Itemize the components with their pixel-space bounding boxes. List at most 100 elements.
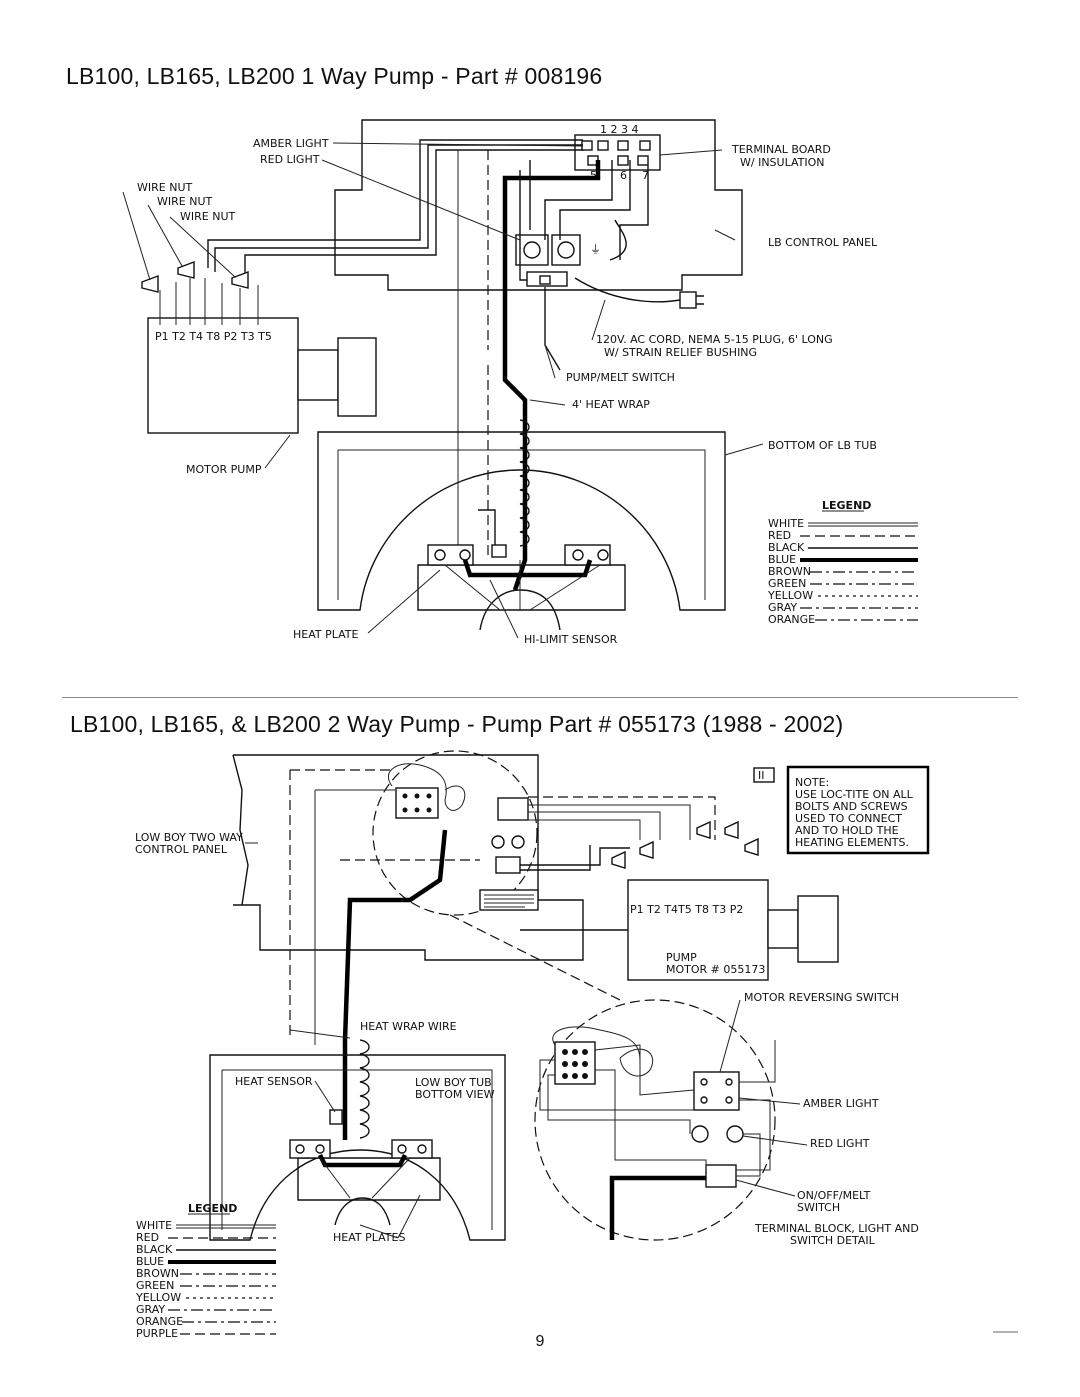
detail-connector <box>449 914 621 1001</box>
wire-nut-3 <box>231 270 249 289</box>
lb-tub-inner <box>337 449 706 600</box>
low-boy-tub-inner <box>221 1069 493 1230</box>
wires-to-plate-2 <box>319 1157 411 1199</box>
label-pump-melt-switch: PUMP/MELT SWITCH <box>566 371 675 384</box>
pump-motor-body <box>627 879 769 981</box>
wire-nut-a <box>696 820 711 839</box>
label-wire-nut-1: WIRE NUT <box>137 181 192 194</box>
diagram-1: 1 2 3 4 5 6 7 ⏚ P1 T2 T4 T8 P2 T3 T5 <box>122 119 918 646</box>
terminal-6 <box>617 155 629 166</box>
legend-2-title: LEGEND <box>188 1202 237 1215</box>
label-terminal-board: TERMINAL BOARD <box>731 143 831 156</box>
terminal-top-numbers: 1 2 3 4 <box>600 123 638 136</box>
leader-lines <box>122 142 764 639</box>
legend-2-gray: GRAY <box>136 1303 165 1316</box>
label-amber-light-2: AMBER LIGHT <box>803 1097 879 1110</box>
terminal-screw-2 <box>295 1144 305 1154</box>
note-line-5: AND TO HOLD THE <box>795 824 899 837</box>
legend-1-black: BLACK <box>768 541 805 554</box>
red-light-detail <box>726 1125 744 1143</box>
note-line-2: USE LOC-TITE ON ALL <box>795 788 914 801</box>
ac-cord <box>574 277 681 303</box>
roman-ii-box <box>753 767 775 783</box>
legend-1-orange: ORANGE <box>768 613 815 626</box>
heat-plate-black-2 <box>317 1153 408 1168</box>
low-boy-tub-outline <box>209 1054 506 1241</box>
wires-to-plate <box>444 560 601 611</box>
on-off-switch-detail <box>705 1164 737 1188</box>
warning-sticker-text <box>484 894 534 908</box>
terminal-screw <box>434 549 446 561</box>
detail-circle-top <box>372 750 538 916</box>
label-bottom-of-tub: BOTTOM OF LB TUB <box>768 439 877 452</box>
red-light-1 <box>551 234 581 266</box>
amber-light-1 <box>515 234 549 266</box>
label-wire-nut-2: WIRE NUT <box>157 195 212 208</box>
black-wire <box>502 160 601 591</box>
terminal-block-detail-screws <box>562 1049 588 1079</box>
lb-control-panel-outline <box>334 119 743 291</box>
motor-reversing-switch-2 <box>497 797 529 821</box>
label-heat-sensor: HEAT SENSOR <box>235 1075 313 1088</box>
legend-1-red: RED <box>768 529 791 542</box>
ac-plug-prongs <box>696 295 704 305</box>
legend-2-orange: ORANGE <box>136 1315 183 1328</box>
label-heat-plate: HEAT PLATE <box>293 628 359 641</box>
motor-terminal-labels-2: P1 T2 T4T5 T8 T3 P2 <box>630 903 743 916</box>
wire-nut-b <box>724 820 739 839</box>
diagram-2-title: LB100, LB165, & LB200 2 Way Pump - Pump … <box>70 711 844 737</box>
ac-plug <box>679 291 697 309</box>
heat-plate-black <box>462 559 593 578</box>
panel-left-edge <box>232 754 249 906</box>
wire-nut-2 <box>177 260 195 279</box>
heat-plate-area <box>417 564 626 611</box>
label-pump-motor-number: MOTOR # 055173 <box>666 963 765 976</box>
legend-2-green: GREEN <box>136 1279 174 1292</box>
terminal-3 <box>617 140 629 151</box>
wire-nut-c <box>611 850 626 869</box>
terminal-2 <box>597 140 609 151</box>
label-low-boy-panel: LOW BOY TWO WAY <box>135 831 243 844</box>
switch-screw <box>725 1078 733 1086</box>
switch-screw <box>700 1078 708 1086</box>
panel-loop-wires <box>388 763 466 811</box>
pump-motor-shaft <box>767 909 799 949</box>
terminal-6-number: 6 <box>620 169 627 182</box>
label-strain-relief: W/ STRAIN RELIEF BUSHING <box>604 346 757 359</box>
label-switch-detail: SWITCH DETAIL <box>790 1234 876 1247</box>
legend-1-white: WHITE <box>768 517 804 530</box>
note-line-4: USED TO CONNECT <box>795 812 902 825</box>
motor-leads <box>159 278 259 325</box>
label-on-off-melt: ON/OFF/MELT <box>797 1189 871 1202</box>
black-wire-detail <box>609 1175 706 1240</box>
switch-screw <box>700 1096 708 1104</box>
label-control-panel: CONTROL PANEL <box>135 843 228 856</box>
legend-1-title: LEGEND <box>822 499 871 512</box>
legend-2-blue: BLUE <box>136 1255 164 1268</box>
label-switch: SWITCH <box>797 1201 840 1214</box>
red-light-lens <box>557 241 575 259</box>
pump-melt-switch-wire <box>544 287 561 371</box>
legend-2-yellow: YELLOW <box>135 1291 181 1304</box>
motor-pump-body <box>147 317 299 434</box>
low-boy-control-panel-outline <box>233 754 584 961</box>
terminal-screw-2 <box>315 1144 325 1154</box>
section-divider <box>62 697 1018 698</box>
terminal-5-number: 5 <box>590 169 597 182</box>
lb-tub-outline <box>317 431 726 611</box>
heat-wrap-coil <box>519 419 530 547</box>
switch-screw <box>725 1096 733 1104</box>
label-red-light: RED LIGHT <box>260 153 320 166</box>
legend-2-black: BLACK <box>136 1243 173 1256</box>
wire-to-motor <box>520 845 630 871</box>
label-ac-cord: 120V. AC CORD, NEMA 5-15 PLUG, 6' LONG <box>596 333 833 346</box>
legend-1: LEGEND WHITE RED BLACK BLUE BROWN GREEN … <box>767 499 918 626</box>
terminal-screw <box>597 549 609 561</box>
heat-plate-arc-2 <box>334 1197 391 1226</box>
legend-1-yellow: YELLOW <box>767 589 813 602</box>
amber-light-lens <box>523 241 541 259</box>
label-pump: PUMP <box>666 951 697 964</box>
terminal-screw-2 <box>417 1144 427 1154</box>
dashed-wire-right <box>340 796 716 861</box>
pump-motor-end <box>797 895 839 963</box>
